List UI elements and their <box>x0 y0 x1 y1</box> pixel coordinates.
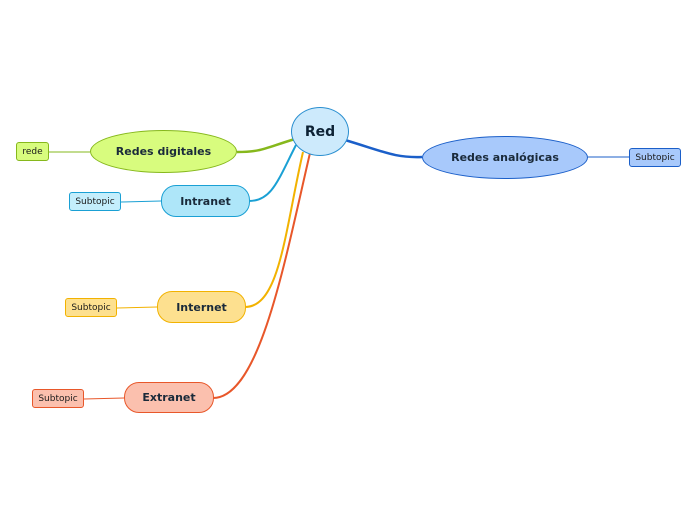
subtopic-intranet[interactable]: Subtopic <box>69 192 121 211</box>
connector-sub-intranet <box>120 200 162 203</box>
subtopic-internet[interactable]: Subtopic <box>65 298 117 317</box>
topic-redes-digitales[interactable]: Redes digitales <box>90 130 237 173</box>
subtopic-redes-analogicas[interactable]: Subtopic <box>629 148 681 167</box>
topic-redes-analogicas[interactable]: Redes analógicas <box>422 136 588 179</box>
central-topic-red[interactable]: Red <box>291 107 349 156</box>
connector-analog <box>344 138 423 159</box>
topic-intranet[interactable]: Intranet <box>161 185 250 217</box>
topic-extranet[interactable]: Extranet <box>124 382 214 413</box>
connector-sub-internet <box>116 306 158 309</box>
connector-digitales <box>236 137 296 154</box>
subtopic-extranet[interactable]: Subtopic <box>32 389 84 408</box>
connector-sub-extranet <box>83 397 125 400</box>
topic-internet[interactable]: Internet <box>157 291 246 323</box>
connector-internet <box>244 151 304 308</box>
subtopic-rede[interactable]: rede <box>16 142 49 161</box>
connector-intranet <box>248 144 297 202</box>
connector-extranet <box>212 152 311 399</box>
